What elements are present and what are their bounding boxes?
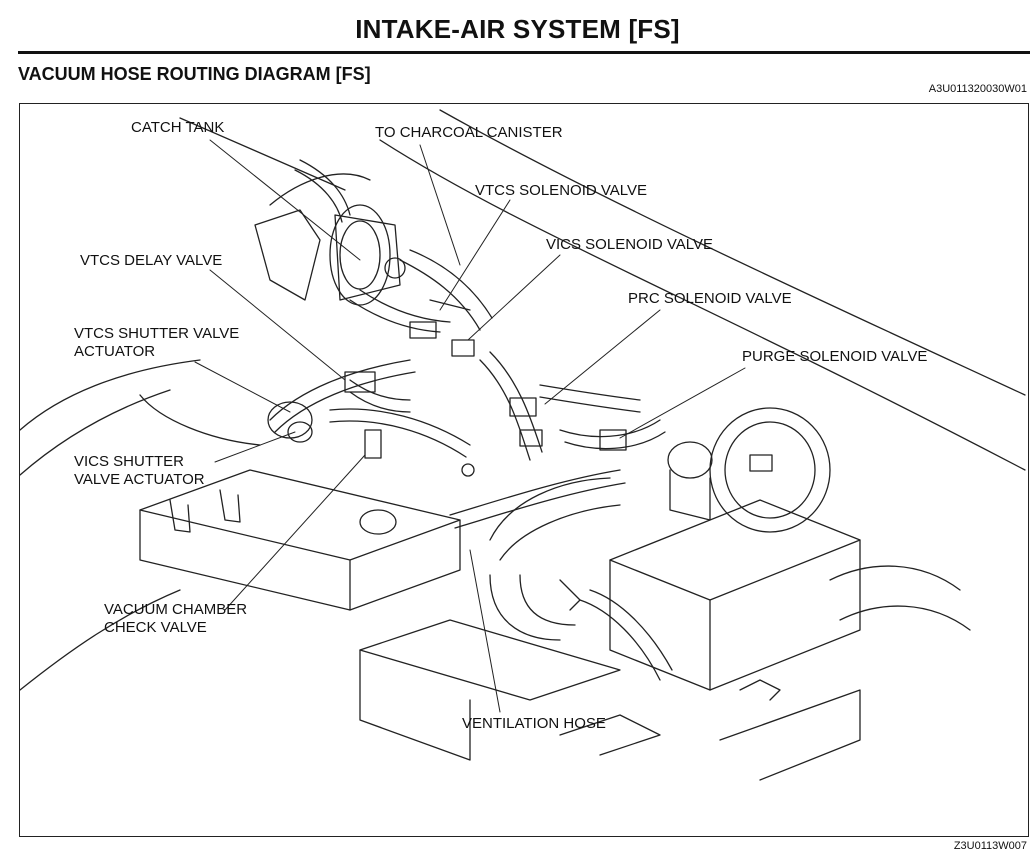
label-purge-solenoid-valve: PURGE SOLENOID VALVE [742,348,928,365]
label-vtcs-delay-valve: VTCS DELAY VALVE [80,252,223,269]
label-line: VACUUM CHAMBER [104,601,248,618]
leader-lines [195,140,745,712]
label-vics-shutter-valve-actuator: VICS SHUTTER VALVE ACTUATOR [74,453,205,489]
label-line: ACTUATOR [74,343,156,360]
label-vtcs-solenoid-valve: VTCS SOLENOID VALVE [475,182,647,199]
document-id: A3U011320030W01 [928,83,1027,95]
section-title: VACUUM HOSE ROUTING DIAGRAM [FS] [18,64,371,84]
upper-hoses [295,160,542,446]
intake-duct [450,470,672,680]
label-vics-solenoid-valve: VICS SOLENOID VALVE [546,236,713,253]
brake-booster [255,174,405,305]
label-line: VTCS SHUTTER VALVE [74,325,240,342]
manifold-hoses [268,352,665,476]
label-ventilation-hose: VENTILATION HOSE [462,715,606,732]
engine-block [360,566,970,780]
label-vtcs-shutter-valve-actuator: VTCS SHUTTER VALVE ACTUATOR [74,325,239,361]
label-prc-solenoid-valve: PRC SOLENOID VALVE [628,290,792,307]
battery [600,408,860,690]
page-title: INTAKE-AIR SYSTEM [FS] [355,14,680,44]
label-to-charcoal-canister: TO CHARCOAL CANISTER [375,124,563,141]
figure-id: Z3U0113W007 [953,840,1027,852]
label-vacuum-chamber-check-valve: VACUUM CHAMBER CHECK VALVE [104,601,247,637]
body-outline [20,110,1025,690]
diagram-frame [19,103,1029,837]
label-line: VALVE ACTUATOR [74,471,205,488]
label-line: CHECK VALVE [104,619,207,636]
label-catch-tank: CATCH TANK [131,119,225,136]
valve-cover [140,470,460,610]
label-line: VICS SHUTTER [74,453,185,470]
title-rule [18,51,1030,54]
